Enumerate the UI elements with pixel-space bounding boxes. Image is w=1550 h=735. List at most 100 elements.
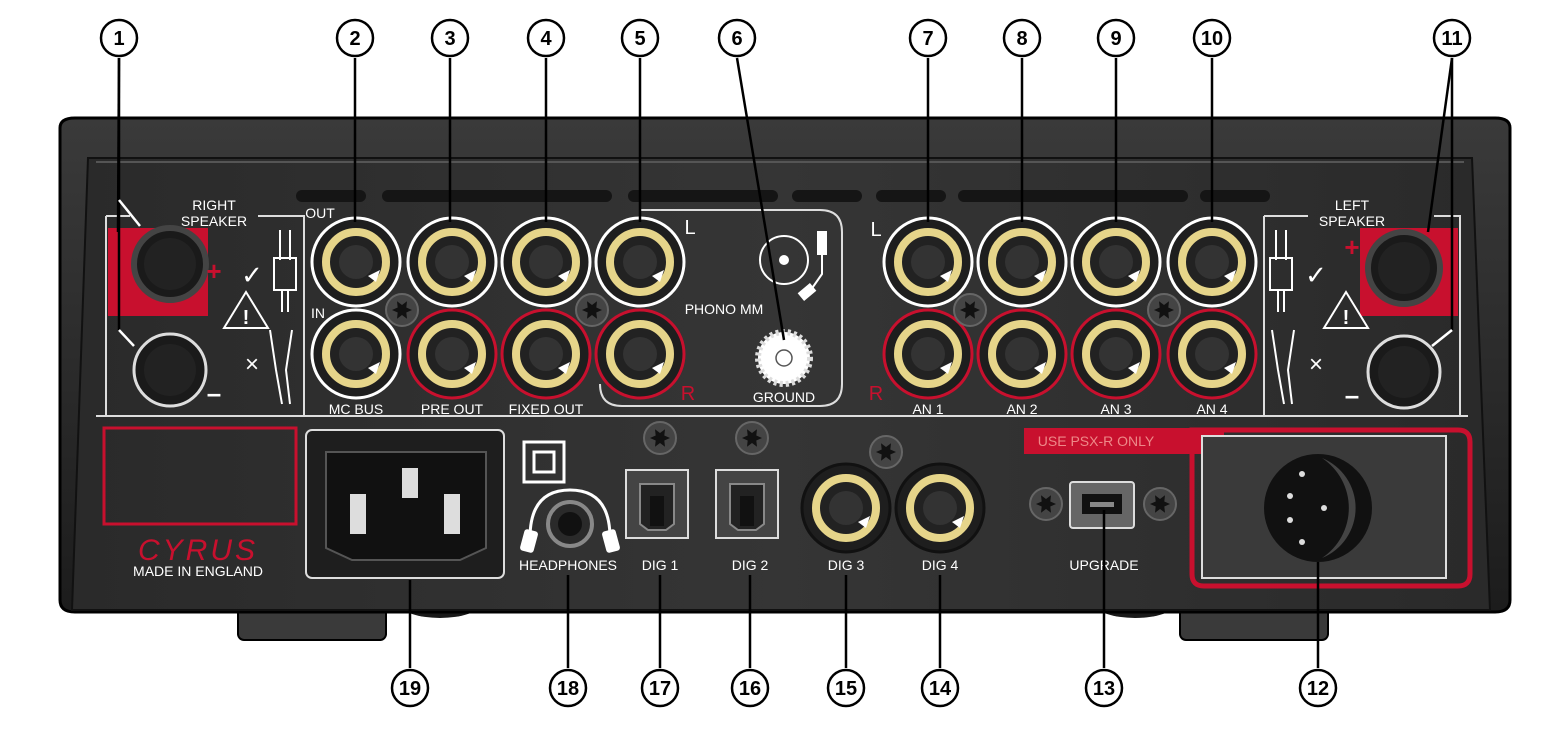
- mc-bus-label: MC BUS: [329, 401, 383, 417]
- an4-label: AN 4: [1196, 401, 1227, 417]
- an3-right-jack: [1070, 308, 1162, 400]
- analogue-right-label: R: [869, 383, 883, 405]
- mc-bus-in-jack: [310, 308, 402, 400]
- callout-6: 6: [717, 18, 786, 341]
- lower-section: CYRUS MADE IN ENGLAND HEADPHONES: [102, 426, 1473, 589]
- bare-wire-icon: [1271, 329, 1295, 405]
- screw-icon: [575, 293, 609, 327]
- psx-r-socket: [1189, 427, 1473, 589]
- callout-number: 2: [349, 28, 360, 50]
- an2-label: AN 2: [1006, 401, 1037, 417]
- screw-icon: [1147, 293, 1181, 327]
- callout-number: 6: [731, 28, 742, 50]
- an4-right-jack: [1166, 308, 1258, 400]
- callout-8: 8: [1002, 18, 1042, 222]
- callout-5: 5: [620, 18, 660, 222]
- callout-number: 15: [835, 678, 857, 700]
- ground-label: GROUND: [753, 389, 815, 405]
- callout-12: 12: [1298, 562, 1338, 708]
- phono-left-label: L: [684, 217, 695, 239]
- dig4-label: DIG 4: [922, 557, 959, 573]
- an1-label: AN 1: [912, 401, 943, 417]
- power-inlet: [305, 429, 505, 579]
- optical-input-dig2: [715, 469, 779, 539]
- callout-number: 8: [1016, 28, 1027, 50]
- callout-14: 14: [920, 575, 960, 708]
- left-speaker-label-2: SPEAKER: [1319, 213, 1385, 229]
- dig2-label: DIG 2: [732, 557, 769, 573]
- fixed-out-label: FIXED OUT: [509, 401, 584, 417]
- screw-icon: [735, 421, 769, 455]
- an1-right-jack: [882, 308, 974, 400]
- callout-number: 11: [1441, 28, 1462, 50]
- use-psx-r-label: USE PSX-R ONLY: [1038, 433, 1155, 449]
- dig3-label: DIG 3: [828, 557, 865, 573]
- callout-number: 19: [399, 678, 421, 700]
- an2-left-jack: [976, 216, 1068, 308]
- callout-9: 9: [1096, 18, 1136, 222]
- right-minus-sign: –: [207, 378, 221, 408]
- cross-mark-icon: ×: [245, 351, 259, 378]
- callout-7: 7: [908, 18, 948, 222]
- phono-right-label: R: [681, 383, 695, 405]
- phono-section-outline: [599, 209, 843, 407]
- screw-icon: [1029, 487, 1063, 521]
- svg-text:!: !: [243, 307, 250, 329]
- check-mark-icon: ✓: [241, 260, 263, 290]
- headphones-socket: [520, 440, 620, 553]
- dig4-coaxial-jack: [894, 462, 986, 554]
- phono-mm-label: PHONO MM: [685, 301, 764, 317]
- callout-number: 13: [1093, 678, 1115, 700]
- label-plate: [102, 426, 298, 526]
- callout-11: 11: [1426, 18, 1472, 347]
- check-mark-icon: ✓: [1305, 260, 1327, 290]
- screw-icon: [1143, 487, 1177, 521]
- callout-number: 4: [540, 28, 552, 50]
- callout-number: 9: [1110, 28, 1121, 50]
- ground-terminal: [755, 329, 813, 387]
- left-minus-sign: –: [1345, 380, 1359, 410]
- analogue-left-label: L: [870, 219, 881, 241]
- callout-15: 15: [826, 575, 866, 708]
- callout-16: 16: [730, 575, 770, 708]
- warning-icon: [1322, 290, 1370, 329]
- fixed-out-right-jack: [500, 308, 592, 400]
- turntable-icon: [759, 231, 827, 301]
- callout-number: 3: [444, 28, 455, 50]
- callout-10: 10: [1192, 18, 1232, 222]
- callout-number: 7: [922, 28, 933, 50]
- phono-left-jack: [594, 216, 686, 308]
- an3-label: AN 3: [1100, 401, 1131, 417]
- screw-icon: [869, 435, 903, 469]
- right-speaker-label-2: SPEAKER: [181, 213, 247, 229]
- callout-number: 10: [1201, 28, 1223, 50]
- callout-1: 1: [99, 18, 141, 347]
- fixed-out-left-jack: [500, 216, 592, 308]
- cross-mark-icon: ×: [1309, 351, 1323, 378]
- an4-left-jack: [1166, 216, 1258, 308]
- usb-upgrade-port: [1069, 481, 1135, 529]
- out-label: OUT: [305, 205, 335, 221]
- callout-17: 17: [640, 575, 680, 708]
- optical-input-dig1: [625, 469, 689, 539]
- dig1-label: DIG 1: [642, 557, 679, 573]
- callout-4: 4: [526, 18, 566, 222]
- headphones-label: HEADPHONES: [519, 557, 617, 573]
- callout-number: 16: [739, 678, 761, 700]
- screw-icon: [643, 421, 677, 455]
- callout-number: 1: [113, 28, 124, 50]
- phono-right-jack: [594, 308, 686, 400]
- screw-icon: [385, 293, 419, 327]
- right-speaker-block: RIGHT SPEAKER + – ! ✓ ×: [105, 197, 305, 417]
- callout-number: 12: [1307, 678, 1329, 700]
- pre-out-left-jack: [406, 216, 498, 308]
- callout-18: 18: [548, 575, 588, 708]
- rca-jacks: [310, 216, 1258, 554]
- callout-number: 17: [649, 678, 671, 700]
- svg-text:!: !: [1343, 307, 1350, 329]
- callout-3: 3: [430, 18, 470, 222]
- left-speaker-label-1: LEFT: [1335, 197, 1370, 213]
- an3-left-jack: [1070, 216, 1162, 308]
